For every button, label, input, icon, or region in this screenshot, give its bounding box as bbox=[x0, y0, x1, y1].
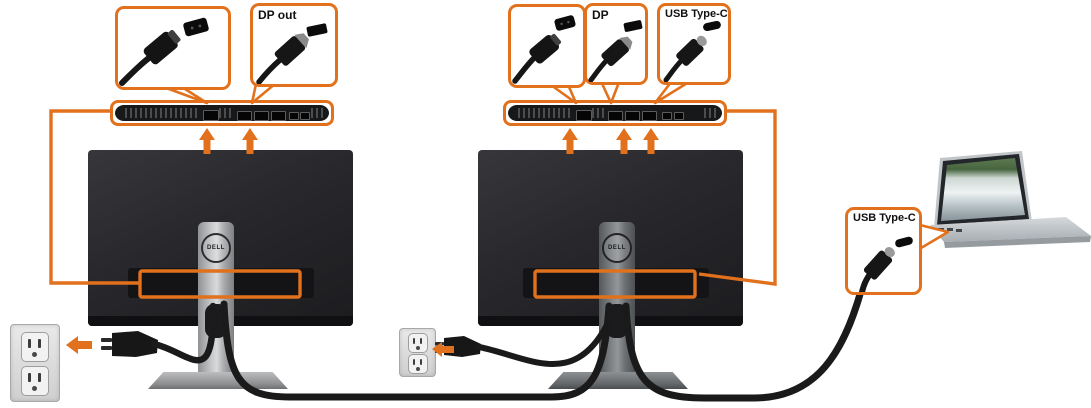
dell-logo-icon: DELL bbox=[201, 233, 231, 263]
usb-port bbox=[662, 112, 672, 120]
dell-logo-icon: DELL bbox=[602, 233, 632, 263]
usb-type-c-cable-connector-icon bbox=[859, 236, 913, 295]
laptop-base-deck bbox=[930, 217, 1091, 242]
displayport-cable-connector-icon bbox=[588, 20, 643, 83]
left-arrow-icon bbox=[66, 336, 92, 354]
callout-monitor2-power bbox=[508, 4, 586, 88]
callout-monitor2-dp: DP bbox=[584, 3, 648, 85]
callout-label: USB Type-C bbox=[853, 212, 916, 224]
callout-laptop-usb-type-c: USB Type-C bbox=[845, 207, 922, 295]
callout-label: DP bbox=[592, 8, 609, 22]
left-arrow-icon bbox=[432, 342, 454, 357]
usb-port bbox=[300, 112, 310, 120]
usb-type-c-cable bbox=[622, 287, 865, 402]
outlet-socket bbox=[21, 332, 49, 362]
dp-out-port bbox=[237, 111, 252, 121]
callout-label: USB Type-C bbox=[665, 8, 728, 20]
up-arrow-icon bbox=[562, 128, 578, 154]
dp-in-port bbox=[254, 111, 269, 121]
up-arrow-icon bbox=[616, 128, 632, 154]
monitor1-port-highlight bbox=[138, 269, 302, 299]
dp-in-port bbox=[608, 111, 623, 121]
up-arrow-icon bbox=[643, 128, 659, 154]
laptop-screen-wallpaper bbox=[941, 158, 1025, 221]
monitor2-port-bar bbox=[508, 105, 722, 121]
usb-port bbox=[674, 112, 684, 120]
monitor2-connection-bracket bbox=[698, 109, 777, 286]
dp-daisy-chain-cable bbox=[220, 300, 613, 401]
monitor1-port-strip bbox=[110, 100, 334, 126]
power-cable-1 bbox=[150, 302, 217, 364]
outlet-socket bbox=[408, 354, 428, 374]
monitor1-stand-base bbox=[148, 372, 288, 389]
callout-monitor1-dp-out: DP out bbox=[250, 3, 338, 87]
displayport-cable-connector-icon bbox=[256, 23, 328, 85]
up-arrow-icon bbox=[199, 128, 215, 154]
callout-label: DP out bbox=[258, 8, 297, 22]
callout-monitor2-usb-type-c: USB Type-C bbox=[657, 3, 731, 85]
power-plug-1 bbox=[101, 331, 158, 357]
power-cable-connector-icon bbox=[512, 15, 576, 84]
laptop-port bbox=[947, 228, 953, 231]
wall-outlet-1 bbox=[10, 324, 60, 402]
laptop bbox=[930, 151, 1091, 248]
laptop-port bbox=[956, 229, 962, 232]
wall-outlet-2 bbox=[399, 328, 436, 377]
monitor1-connection-bracket bbox=[49, 109, 140, 285]
usb-port bbox=[289, 112, 299, 120]
usb-type-c-port bbox=[642, 111, 657, 121]
hdmi-port bbox=[271, 111, 286, 121]
outlet-socket bbox=[21, 366, 49, 396]
monitor2-port-strip bbox=[503, 100, 727, 126]
usb-type-c-cable-connector-icon bbox=[663, 20, 721, 83]
outlet-socket bbox=[408, 333, 428, 353]
callout-monitor1-power bbox=[115, 6, 231, 90]
power-cable-2 bbox=[476, 309, 616, 367]
monitor2-port-highlight bbox=[533, 269, 697, 299]
monitor1-port-bar bbox=[115, 105, 329, 121]
hdmi-port bbox=[625, 111, 640, 121]
laptop-front-edge bbox=[944, 236, 1091, 248]
power-inlet-port bbox=[203, 110, 219, 121]
power-cable-connector-icon bbox=[119, 17, 209, 86]
up-arrow-icon bbox=[242, 128, 258, 154]
power-inlet-port bbox=[576, 110, 592, 121]
